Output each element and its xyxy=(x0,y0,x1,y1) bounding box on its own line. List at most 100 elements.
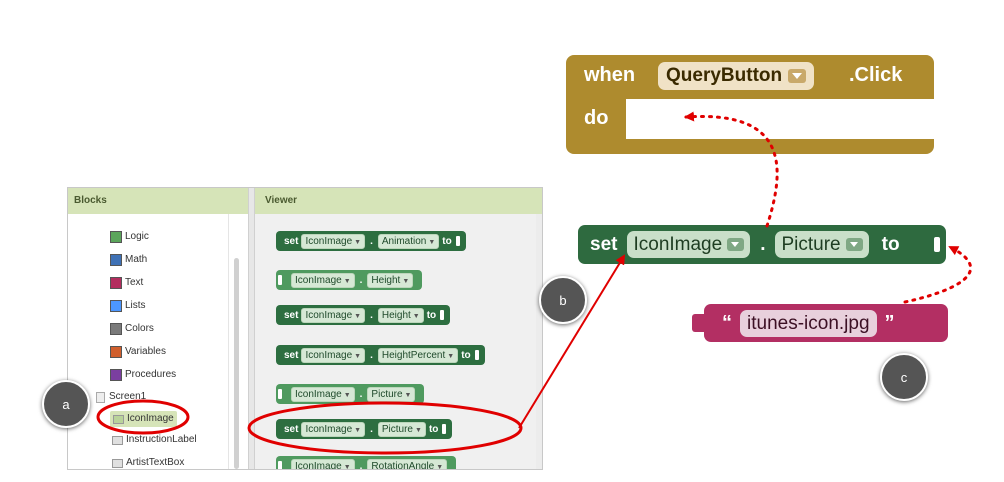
dropdown-arrow-icon: ▼ xyxy=(415,426,422,434)
property-dropdown[interactable]: Picture▼ xyxy=(367,386,416,402)
property-dropdown[interactable]: Height▼ xyxy=(377,307,424,323)
component-dropdown[interactable]: IconImage xyxy=(627,231,751,258)
output-plug xyxy=(278,275,282,285)
get-height-block[interactable]: IconImage▼ . Height▼ xyxy=(276,270,423,290)
click-event-label: .Click xyxy=(849,64,903,86)
drag-arrow xyxy=(518,254,626,429)
component-label: IconImage xyxy=(633,234,723,255)
viewer-scrollbar[interactable] xyxy=(536,214,542,469)
set-heightpercent-block[interactable]: set IconImage▼ . HeightPercent▼ to xyxy=(276,345,485,365)
do-statement-socket[interactable] xyxy=(626,99,934,139)
tree-item-screen1[interactable]: Screen1 xyxy=(96,390,146,404)
tree-item-math[interactable]: Math xyxy=(110,253,147,267)
tree-scrollbar[interactable] xyxy=(234,258,239,469)
dropdown-arrow-icon: ▼ xyxy=(402,277,410,285)
property-label: Picture xyxy=(781,234,841,255)
callout-b: b xyxy=(539,276,587,324)
tree-item-procedures[interactable]: Procedures xyxy=(110,368,176,382)
dot-separator: . xyxy=(370,235,373,247)
dropdown-arrow-icon: ▼ xyxy=(343,277,351,285)
component-dropdown[interactable]: IconImage▼ xyxy=(301,233,366,249)
dropdown-arrow-icon: ▼ xyxy=(343,391,351,399)
get-picture-block[interactable]: IconImage▼ . Picture▼ xyxy=(276,384,425,404)
property-dropdown[interactable]: Animation▼ xyxy=(377,233,440,249)
component-dropdown[interactable]: IconImage▼ xyxy=(291,272,355,288)
tree-item-variables[interactable]: Variables xyxy=(110,345,166,359)
when-keyword: when xyxy=(584,64,636,86)
set-picture-block[interactable]: set IconImage▼ . Picture▼ to xyxy=(276,419,453,439)
tree-item-artisttextbox[interactable]: ArtistTextBox xyxy=(112,456,184,469)
callout-a: a xyxy=(42,380,90,428)
dropdown-arrow-icon: ▼ xyxy=(343,463,351,470)
dropdown-arrow-icon xyxy=(845,238,863,251)
input-socket xyxy=(474,350,479,360)
panel-divider[interactable] xyxy=(248,188,255,469)
tree-item-label: Variables xyxy=(125,346,166,357)
dot-separator: . xyxy=(370,309,373,321)
input-socket xyxy=(440,310,445,320)
set-iconimage-picture-block[interactable]: set IconImage . Picture to xyxy=(578,225,946,264)
iconimage-highlight-ellipse xyxy=(96,399,190,435)
property-dropdown[interactable]: Picture▼ xyxy=(377,421,426,437)
blocks-editor-panel: Blocks Viewer Logic Math Text Lists Colo… xyxy=(67,187,543,470)
to-keyword: to xyxy=(461,349,471,361)
math-swatch-icon xyxy=(110,254,122,266)
tree-item-label: InstructionLabel xyxy=(126,434,197,445)
input-socket xyxy=(442,424,447,434)
dot-separator: . xyxy=(760,233,766,255)
callout-c: c xyxy=(880,353,928,401)
dropdown-arrow-icon: ▼ xyxy=(404,391,412,399)
dropdown-arrow-icon: ▼ xyxy=(412,312,420,320)
tree-item-label: Screen1 xyxy=(109,391,147,402)
property-dropdown[interactable]: RotationAngle▼ xyxy=(367,458,448,470)
input-socket xyxy=(934,237,940,252)
property-dropdown[interactable]: Picture xyxy=(775,231,869,258)
tree-item-text[interactable]: Text xyxy=(110,276,143,290)
dot-separator: . xyxy=(359,388,363,400)
open-quote: “ xyxy=(722,311,732,334)
tree-item-label: Text xyxy=(125,277,144,288)
event-block-spine xyxy=(566,99,626,139)
do-keyword: do xyxy=(584,107,609,129)
component-dropdown[interactable]: IconImage▼ xyxy=(301,421,366,437)
component-dropdown[interactable]: IconImage▼ xyxy=(291,458,355,470)
text-swatch-icon xyxy=(110,277,122,289)
lists-swatch-icon xyxy=(110,300,122,312)
set-height-block[interactable]: set IconImage▼ . Height▼ to xyxy=(276,305,451,325)
output-plug xyxy=(692,314,706,332)
get-rotationangle-block[interactable]: IconImage▼ . RotationAngle▼ xyxy=(276,456,457,470)
procedures-swatch-icon xyxy=(110,369,122,381)
snap-into-to-arrow xyxy=(903,245,973,304)
when-click-event-block[interactable]: when QueryButton .Click do xyxy=(566,55,934,154)
text-value-field[interactable]: itunes-icon.jpg xyxy=(740,309,877,337)
component-dropdown[interactable]: IconImage▼ xyxy=(301,307,366,323)
tree-item-logic[interactable]: Logic xyxy=(110,230,149,244)
tree-item-iconimage[interactable]: IconImage xyxy=(110,411,177,427)
tree-item-lists[interactable]: Lists xyxy=(110,299,146,313)
component-dropdown[interactable]: IconImage▼ xyxy=(291,386,355,402)
dropdown-arrow-icon: ▼ xyxy=(436,463,444,470)
blocks-header: Blocks xyxy=(68,188,248,214)
querybutton-dropdown[interactable]: QueryButton xyxy=(658,62,815,90)
label-component-icon xyxy=(112,435,123,445)
viewer-header: Viewer xyxy=(255,188,542,214)
tree-item-label: Colors xyxy=(125,323,154,334)
tree-item-colors[interactable]: Colors xyxy=(110,322,154,336)
set-keyword: set xyxy=(590,233,618,255)
image-component-icon xyxy=(113,414,124,424)
property-dropdown[interactable]: Height▼ xyxy=(367,272,414,288)
dropdown-arrow-icon: ▼ xyxy=(354,426,362,434)
dropdown-arrow-icon: ▼ xyxy=(354,312,362,320)
to-keyword: to xyxy=(426,309,437,321)
tree-item-instructionlabel[interactable]: InstructionLabel xyxy=(112,433,197,447)
logic-swatch-icon xyxy=(110,231,122,243)
set-animation-block[interactable]: set IconImage▼ . Animation▼ to xyxy=(276,231,466,251)
property-dropdown[interactable]: HeightPercent▼ xyxy=(377,347,459,363)
dot-separator: . xyxy=(370,423,373,435)
dropdown-arrow-icon: ▼ xyxy=(428,238,436,246)
tree-item-label: Lists xyxy=(125,300,146,311)
text-string-block[interactable]: “ itunes-icon.jpg ” xyxy=(692,304,948,342)
snap-into-do-arrow xyxy=(684,111,779,228)
component-dropdown[interactable]: IconImage▼ xyxy=(301,347,366,363)
